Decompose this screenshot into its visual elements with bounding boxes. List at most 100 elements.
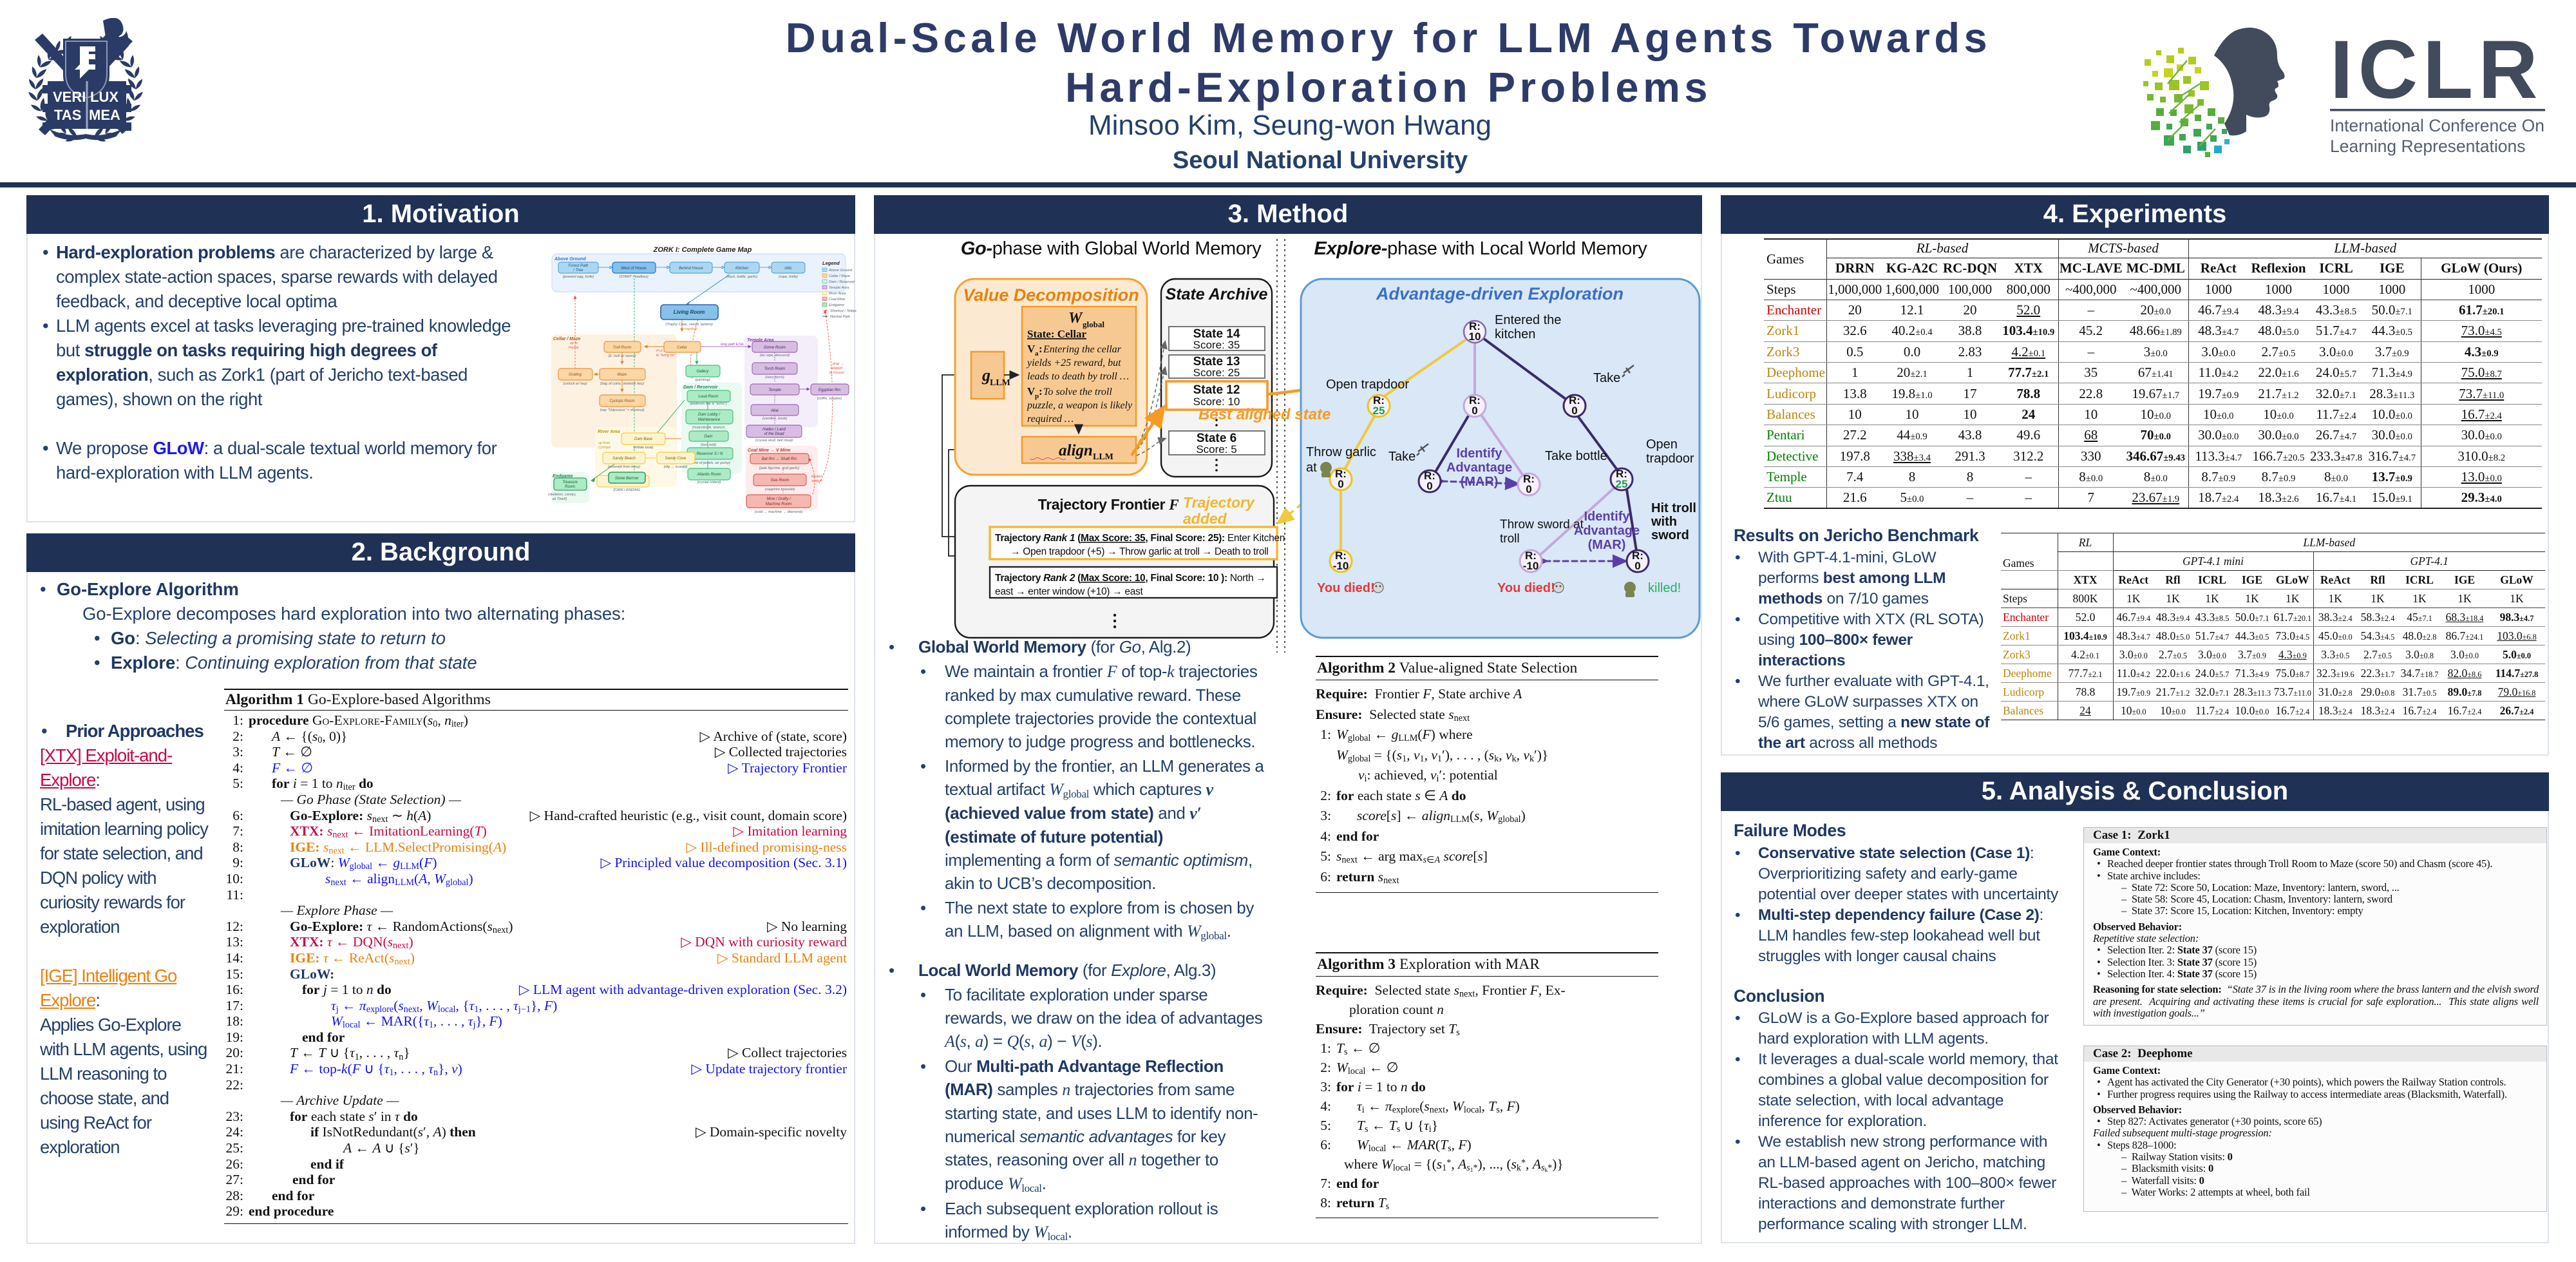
svg-text:R:: R: (1569, 394, 1580, 406)
svg-text:To solve the troll: To solve the troll (1043, 387, 1112, 397)
svg-text:Grating: Grating (569, 373, 582, 377)
svg-text:Bat Rm → Shaft Rm: Bat Rm → Shaft Rm (762, 457, 797, 461)
svg-text:→ Open trapdoor (+5) → Throw g: → Open trapdoor (+5) → Throw garlic at t… (1010, 546, 1269, 557)
svg-text:Treasure: Treasure (562, 481, 578, 484)
svg-text:R:: R: (1335, 550, 1347, 562)
svg-text:(jade figurine, acid garlic): (jade figurine, acid garlic) (759, 466, 800, 470)
svg-text:Forest Path: Forest Path (568, 264, 589, 268)
svg-text:(platinum bar & "echo"): (platinum bar & "echo") (690, 402, 727, 406)
svg-text:(rope, knife): (rope, knife) (779, 275, 798, 279)
svg-text:Cellar / Maze: Cellar / Maze (553, 337, 581, 341)
svg-text:p: p (1035, 392, 1039, 400)
svg-text:(E: troll w/ sword): (E: troll w/ sword) (608, 354, 636, 358)
svg-text:R:: R: (1525, 550, 1537, 562)
svg-text:Normal Path: Normal Path (830, 315, 850, 319)
svg-text:Dam Base: Dam Base (634, 437, 653, 441)
svg-text:Stone Barrow: Stone Barrow (615, 477, 639, 481)
svg-text:(crystal trident): (crystal trident) (697, 481, 721, 484)
svg-text:Identify: Identify (1456, 446, 1502, 461)
svg-text:0: 0 (1426, 480, 1432, 492)
svg-text:required …: required … (1027, 414, 1074, 425)
svg-text:Entered the: Entered the (1495, 313, 1561, 327)
svg-text:River Area: River Area (829, 292, 846, 296)
svg-text:Cellar / Maze: Cellar / Maze (829, 274, 850, 278)
svg-text:Open trapdoor: Open trapdoor (1326, 378, 1409, 392)
svg-text:yields +25 reward, but: yields +25 reward, but (1026, 358, 1121, 368)
svg-text:Advantage-driven Exploration: Advantage-driven Exploration (1376, 284, 1624, 303)
svg-text:ZORK I: Complete Game Map: ZORK I: Complete Game Map (653, 246, 752, 254)
svg-text:Learning Representations: Learning Representations (2330, 137, 2525, 156)
svg-text:0: 0 (1472, 405, 1477, 417)
svg-text:Dam Lobby /: Dam Lobby / (698, 413, 721, 417)
svg-text:all Thief!): all Thief!) (552, 497, 567, 501)
svg-text:Temple Area: Temple Area (747, 338, 774, 343)
svg-text:Entering the cellar: Entering the cellar (1043, 344, 1122, 355)
svg-text:leads to death by troll …: leads to death by troll … (1027, 371, 1129, 382)
svg-text:global: global (1083, 320, 1104, 329)
svg-text:up to: up to (570, 341, 578, 345)
svg-text:Value Decomposition: Value Decomposition (963, 285, 1139, 305)
svg-text:Machine Room: Machine Room (766, 502, 791, 506)
svg-text:of the Dead: of the Dead (764, 432, 784, 436)
svg-text:Loud Room: Loud Room (698, 395, 718, 399)
svg-text:LLM: LLM (990, 378, 1010, 388)
svg-text:Gas Room: Gas Room (771, 479, 790, 483)
svg-text:State 13: State 13 (1193, 355, 1240, 368)
svg-text:up from: up from (598, 441, 611, 445)
svg-text:(dig → scarab): (dig → scarab) (664, 465, 688, 469)
svg-text:International Conference On: International Conference On (2330, 116, 2544, 135)
svg-text:Cyclops Room: Cyclops Room (609, 399, 634, 403)
svg-text:Above Ground: Above Ground (554, 257, 586, 262)
svg-text:killed!: killed! (1648, 581, 1681, 595)
svg-text:(Trophy Case, sword, lantern): (Trophy Case, sword, lantern) (665, 323, 713, 327)
svg-text:(bag of coins, skeleton key): (bag of coins, skeleton key) (600, 382, 644, 386)
svg-text:-10: -10 (1333, 560, 1349, 572)
svg-text:Take: Take (1593, 371, 1620, 385)
svg-text:Temple Area: Temple Area (829, 286, 849, 290)
svg-text:at: at (1306, 461, 1317, 475)
svg-text:Endgame: Endgame (553, 474, 573, 479)
svg-text:Throw sword at: Throw sword at (1500, 518, 1584, 531)
svg-text:Trajectory Rank 1 (Max Score:: Trajectory Rank 1 (Max Score: 35, Final … (995, 533, 1285, 544)
svg-text:Score: 35: Score: 35 (1193, 339, 1240, 351)
svg-text:(coffin, sceptre): (coffin, sceptre) (817, 397, 842, 401)
svg-text:VERI: VERI (53, 89, 86, 105)
svg-text:east → enter window (+10) → ea: east → enter window (+10) → east (995, 586, 1143, 597)
svg-text:Cyclops: Cyclops (598, 446, 611, 450)
svg-text:(painting): (painting) (695, 378, 710, 382)
svg-text:Legend: Legend (822, 260, 840, 266)
svg-text:(jeweled egg, knife): (jeweled egg, knife) (563, 275, 594, 279)
svg-text:ICLR: ICLR (2330, 24, 2543, 116)
svg-text:Dome Room: Dome Room (764, 346, 786, 350)
svg-text:(tie rope, descend): (tie rope, descend) (760, 354, 790, 358)
svg-text:ZORK I ENDING: ZORK I ENDING (612, 488, 641, 492)
svg-text:to “living rm”: to “living rm” (656, 354, 676, 358)
svg-text:Score: 25: Score: 25 (1193, 367, 1240, 379)
svg-text:Score: 5: Score: 5 (1196, 443, 1236, 455)
svg-text:River Area: River Area (598, 430, 620, 434)
svg-text:You died!: You died! (1317, 581, 1375, 595)
svg-text:to Forest!: to Forest! (829, 371, 844, 375)
svg-text:Forest: Forest (569, 346, 579, 350)
svg-text:State: Cellar: State: Cellar (1027, 328, 1087, 340)
svg-text:V: V (1027, 343, 1036, 355)
svg-text:TAS: TAS (54, 107, 81, 123)
svg-text:puzzle, a weapon is likely: puzzle, a weapon is likely (1027, 400, 1133, 411)
svg-text:10: 10 (1469, 330, 1481, 343)
svg-text:Coal Mine: Coal Mine (829, 298, 845, 301)
svg-text:V: V (1027, 385, 1036, 397)
svg-text:Atlantis Room: Atlantis Room (696, 473, 721, 477)
svg-text:0: 0 (1571, 405, 1577, 417)
svg-text:(sack, bottle, garlic): (sack, bottle, garlic) (726, 275, 758, 279)
svg-text:Reservoir S / N: Reservoir S / N (697, 452, 723, 456)
svg-text:25: 25 (1373, 405, 1385, 417)
svg-text:Throw garlic: Throw garlic (1306, 445, 1376, 459)
svg-text:MEA: MEA (89, 107, 120, 123)
svg-text:g: g (981, 366, 990, 385)
svg-text:Score: 10: Score: 10 (1193, 396, 1240, 408)
svg-text:Kitchen: Kitchen (735, 267, 749, 271)
svg-text:Dam: Dam (705, 435, 713, 439)
svg-text:kitchen: kitchen (1495, 327, 1535, 341)
svg-text::: : (1039, 343, 1043, 355)
svg-text:Troll Room: Troll Room (613, 346, 632, 350)
